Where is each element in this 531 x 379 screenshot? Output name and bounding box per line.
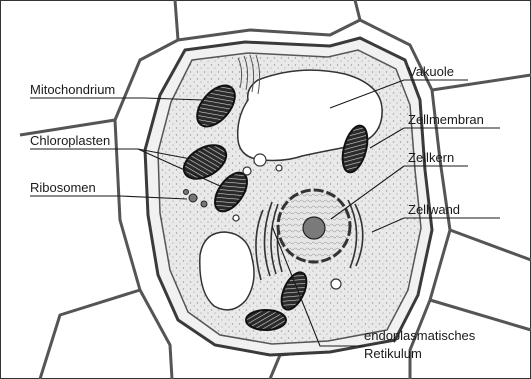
mitochondrion-4 [246, 310, 286, 330]
label-ribosomen: Ribosomen [30, 180, 96, 195]
vacuole-lower [200, 232, 254, 310]
label-vakuole: Vakuole [408, 64, 454, 79]
label-zellmembran: Zellmembran [408, 112, 484, 127]
label-mitochondrium: Mitochondrium [30, 82, 115, 97]
label-er-line1: endoplasmatisches [364, 328, 476, 343]
label-zellkern: Zellkern [408, 150, 454, 165]
label-zellwand: Zellwand [408, 202, 460, 217]
label-chloroplasten: Chloroplasten [30, 133, 110, 148]
label-er-line2: Retikulum [364, 346, 422, 361]
nucleus [278, 190, 350, 262]
nucleolus [303, 217, 325, 239]
